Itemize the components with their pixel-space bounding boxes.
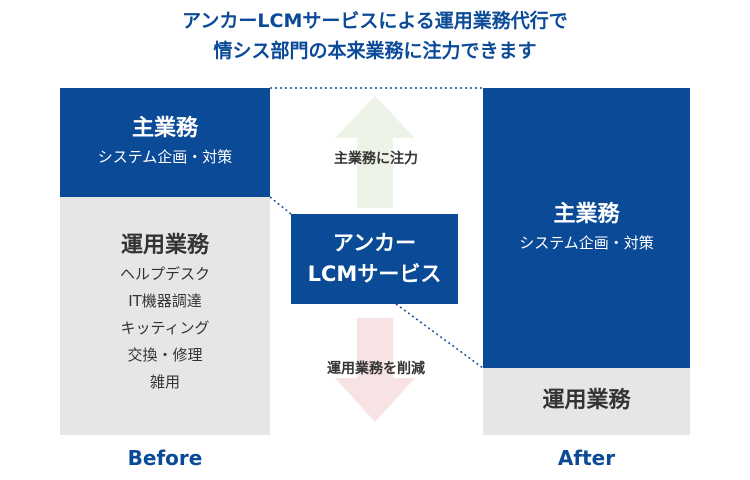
up-arrow-icon bbox=[335, 96, 415, 208]
headline-line-1: アンカーLCMサービスによる運用業務代行で bbox=[182, 10, 568, 32]
after-main-block: 主業務 システム企画・対策 bbox=[483, 88, 690, 368]
before-label: Before bbox=[127, 446, 203, 470]
service-name-line-2: LCMサービス bbox=[307, 262, 442, 286]
before-ops-item: 雑用 bbox=[149, 373, 180, 391]
before-main-title: 主業務 bbox=[131, 116, 198, 141]
down-arrow-icon bbox=[335, 318, 415, 422]
down-arrow-label: 運用業務を削減 bbox=[327, 361, 425, 377]
up-arrow-label: 主業務に注力 bbox=[334, 151, 418, 167]
service-name-line-1: アンカー bbox=[332, 231, 417, 255]
after-main-title: 主業務 bbox=[553, 202, 620, 227]
after-main-subtitle: システム企画・対策 bbox=[519, 234, 654, 252]
before-ops-block: 運用業務 ヘルプデスク IT機器調達 キッティング 交換・修理 雑用 bbox=[60, 197, 270, 435]
before-ops-item: IT機器調達 bbox=[128, 292, 202, 310]
after-ops-title: 運用業務 bbox=[542, 388, 631, 413]
after-ops-block: 運用業務 bbox=[483, 368, 690, 435]
before-main-block: 主業務 システム企画・対策 bbox=[60, 88, 270, 197]
headline-line-2: 情シス部門の本来業務に注力できます bbox=[213, 40, 537, 62]
before-ops-item: キッティング bbox=[120, 319, 210, 337]
before-diagonal-connector bbox=[269, 196, 292, 215]
before-ops-item: 交換・修理 bbox=[127, 346, 203, 364]
service-box: アンカー LCMサービス bbox=[291, 214, 458, 304]
after-diagonal-connector bbox=[395, 303, 484, 369]
headline: アンカーLCMサービスによる運用業務代行で 情シス部門の本来業務に注力できます bbox=[0, 6, 750, 66]
before-main-subtitle: システム企画・対策 bbox=[97, 148, 233, 166]
before-ops-item: ヘルプデスク bbox=[119, 265, 210, 283]
after-label: After bbox=[557, 446, 616, 470]
before-ops-title: 運用業務 bbox=[120, 233, 209, 258]
